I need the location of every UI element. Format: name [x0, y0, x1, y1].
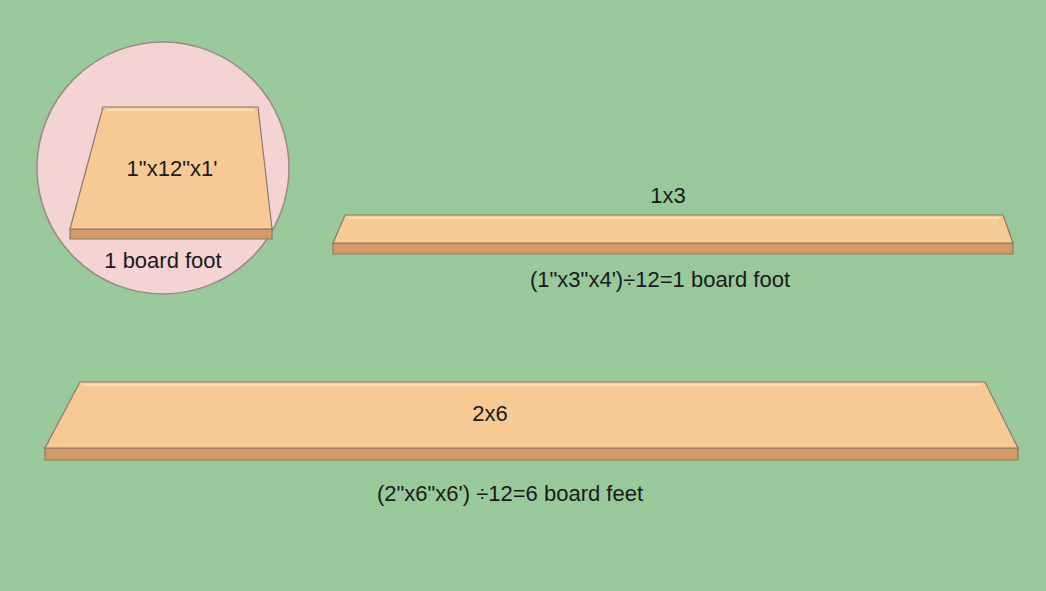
- board-highlight: [349, 217, 999, 219]
- board-1x3: 1x3 (1"x3"x4')÷12=1 board foot: [330, 180, 1020, 300]
- board-face: [333, 215, 1013, 243]
- board-edge: [333, 243, 1013, 254]
- board-label: 2x6: [472, 402, 507, 426]
- highlight-circle: 1 board foot 1"x12"x1': [36, 41, 290, 295]
- board-edge: [70, 229, 272, 239]
- formula-label: (2"x6"x6') ÷12=6 board feet: [377, 482, 643, 506]
- board-highlight: [107, 109, 254, 111]
- board-face: [45, 382, 1018, 448]
- circle-outline: [37, 42, 289, 294]
- board-face: [70, 107, 272, 229]
- board-edge: [45, 448, 1018, 460]
- board-2x6: 2x6 (2"x6"x6') ÷12=6 board feet: [40, 372, 1025, 512]
- formula-label: (1"x3"x4')÷12=1 board foot: [530, 268, 790, 292]
- board-label: 1 board foot: [104, 249, 221, 273]
- board-sample: 1"x12"x1': [70, 107, 274, 241]
- board-label: 1"x12"x1': [127, 157, 218, 181]
- board-highlight: [84, 384, 981, 386]
- board-label: 1x3: [650, 184, 685, 208]
